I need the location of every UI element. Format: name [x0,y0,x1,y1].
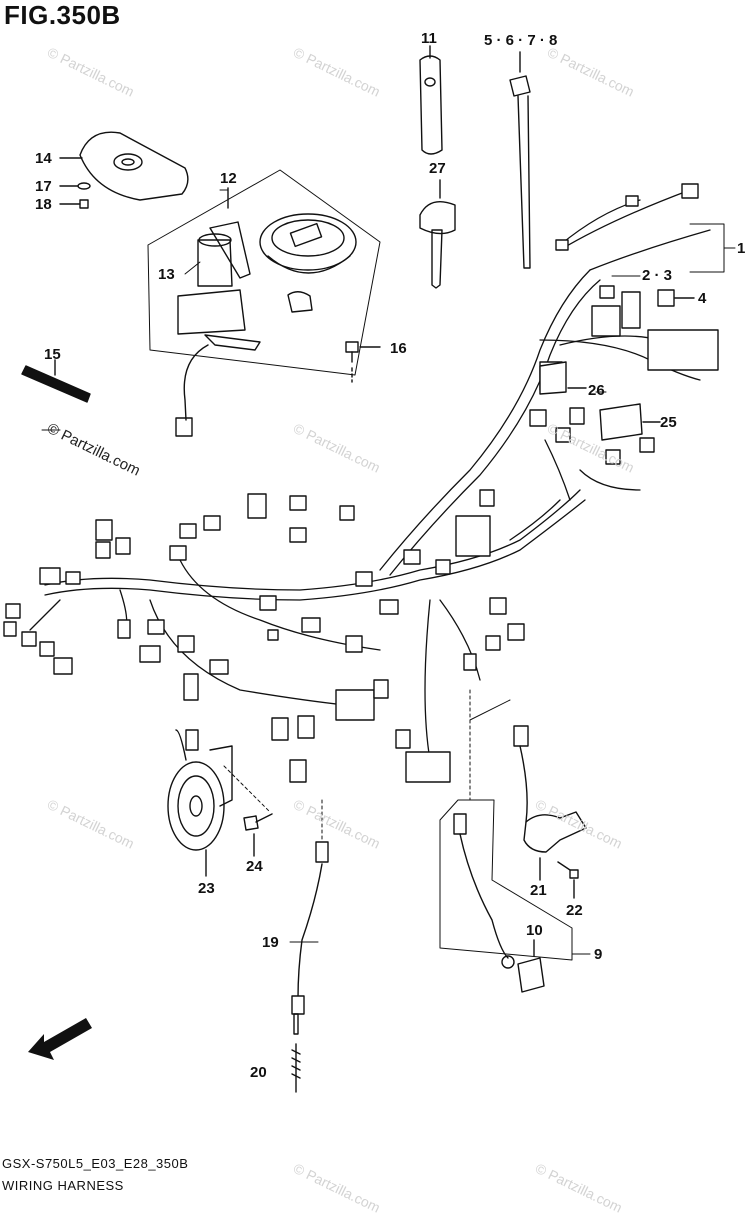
callout-24: 24 [246,858,263,875]
sensor-part19 [289,799,329,1015]
callout-17: 17 [35,178,52,195]
callout-4: 4 [698,290,707,307]
callout-22: 22 [566,902,583,919]
washer-part17 [59,182,91,190]
tape-part15 [21,365,91,403]
clamp-part11 [419,45,443,155]
horn-part23 [167,729,233,877]
switch-part21 [519,745,587,881]
bolt-part24 [243,813,273,857]
callout-13: 13 [158,266,175,283]
ignition-switch-set-box-part12 [147,169,381,437]
diagram-name: WIRING HARNESS [2,1178,124,1193]
callout-21: 21 [530,882,547,899]
leader-lines [41,189,607,431]
connector-group [3,183,719,783]
callout-9: 9 [594,946,603,963]
callout-15: 15 [44,346,61,363]
model-code: GSX-S750L5_E03_E28_350B [2,1156,189,1171]
callout-18: 18 [35,196,52,213]
screw-part18 [59,199,89,209]
callout-2-3: 2 · 3 [642,267,673,284]
sensor-part20 [291,1013,301,1093]
callout-10: 10 [526,922,543,939]
relay-part4 [657,289,695,307]
callout-12: 12 [220,170,237,187]
callout-27: 27 [429,160,446,177]
relay-part25 [599,403,661,441]
forward-direction-arrow [28,1018,92,1060]
callout-14: 14 [35,150,52,167]
callout-16: 16 [390,340,407,357]
callout-5-8: 5 · 6 · 7 · 8 [484,32,558,49]
figure-title: FIG.350B [4,0,121,30]
callout-25: 25 [660,414,677,431]
callout-20: 20 [250,1064,267,1081]
screw-part22 [557,861,579,899]
wire-part9 [453,813,515,969]
switch-assy-box-part9 [439,799,591,961]
callout-19: 19 [262,934,279,951]
callout-1: 1 [737,240,746,257]
clamp-band-part5-8 [509,51,531,269]
ignition-cover-part14 [59,131,189,201]
callout-26: 26 [588,382,605,399]
callout-23: 23 [198,880,215,897]
switch-part10 [517,939,545,993]
cable-tie-part27 [419,179,456,289]
relay-part26 [539,361,587,395]
bolt-part16 [345,341,381,383]
callout-11: 11 [421,30,437,47]
